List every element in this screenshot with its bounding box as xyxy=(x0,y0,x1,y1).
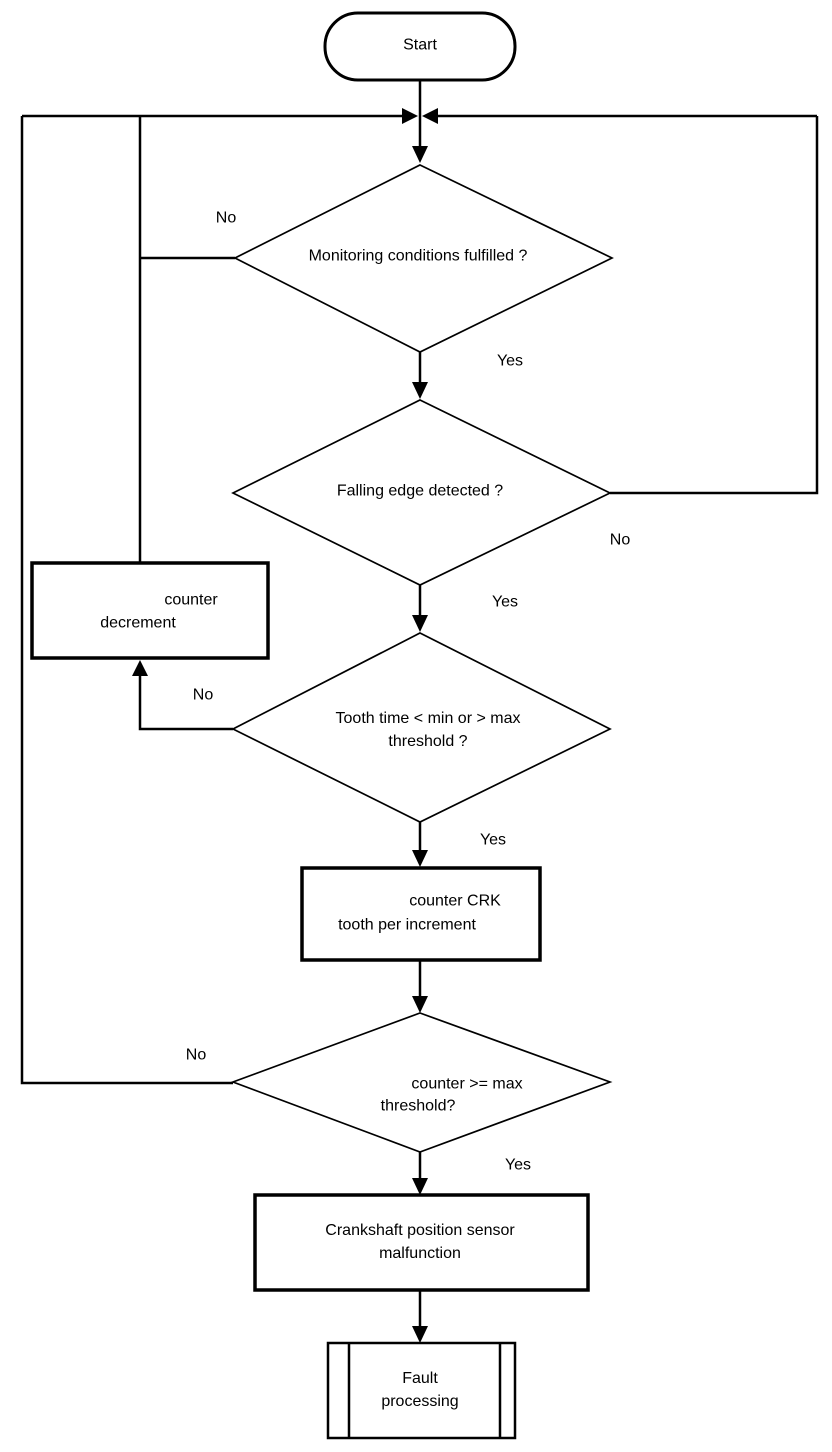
arrowhead-into-counter-crk xyxy=(412,850,428,867)
arrowhead-into-counter-threshold-decision xyxy=(412,996,428,1013)
start-terminator-shape xyxy=(323,11,517,82)
arrowhead-into-counter-decrement xyxy=(132,660,148,676)
arrowhead-junction-from-right xyxy=(422,108,438,124)
fault-processing-label-line1: Fault xyxy=(402,1370,438,1387)
monitoring-decision-label: Monitoring conditions fulfilled ? xyxy=(308,247,528,265)
counter-decrement-label-line2: decrement xyxy=(100,614,176,632)
edge-label-monitoring-no: No xyxy=(215,209,237,227)
crankshaft-malfunction-process-shape xyxy=(253,1193,590,1292)
arrowhead-into-falling-edge-decision xyxy=(412,382,428,399)
edge-label-falling-edge-yes: Yes xyxy=(491,593,519,611)
tooth-time-label-line2: threshold ? xyxy=(388,733,468,750)
arrowhead-junction-from-left xyxy=(402,108,418,124)
fault-processing-label-line2: processing xyxy=(381,1393,459,1410)
counter-threshold-label-line2: threshold? xyxy=(380,1097,456,1115)
edge-label-counter-threshold-no: No xyxy=(185,1046,207,1064)
connector-tooth-time-no xyxy=(138,668,233,731)
counter-decrement-label-line1: counter xyxy=(164,591,218,609)
arrowhead-into-fault-processing xyxy=(412,1326,428,1343)
counter-threshold-decision-shape xyxy=(230,1012,613,1153)
fault-processing-label: Fault processing xyxy=(381,1367,458,1413)
arrowhead-into-monitoring-decision xyxy=(412,146,428,163)
start-label: Start xyxy=(403,36,437,54)
crankshaft-label-line2: malfunction xyxy=(379,1245,461,1262)
fault-processing-predefined-shape xyxy=(326,1341,517,1440)
counter-crk-label-line2: tooth per increment xyxy=(338,916,476,934)
tooth-time-decision-shape xyxy=(231,632,612,823)
counter-threshold-label-line1: counter >= max xyxy=(411,1075,523,1093)
edge-label-falling-edge-no: No xyxy=(609,531,631,549)
tooth-time-label-line1: Tooth time < min or > max xyxy=(335,710,521,727)
loop-counter-threshold-no-line xyxy=(20,116,233,1085)
edge-label-tooth-time-yes: Yes xyxy=(479,831,507,849)
loop-falling-edge-no-line xyxy=(610,116,819,495)
tooth-time-decision-label: Tooth time < min or > max threshold ? xyxy=(336,707,521,753)
edge-label-counter-threshold-yes: Yes xyxy=(504,1156,532,1174)
edge-label-tooth-time-no: No xyxy=(192,686,214,704)
crankshaft-label-line1: Crankshaft position sensor xyxy=(325,1222,515,1239)
falling-edge-decision-label: Falling edge detected ? xyxy=(336,482,504,500)
crankshaft-malfunction-label: Crankshaft position sensor malfunction xyxy=(325,1219,514,1265)
arrowhead-into-crankshaft-malfunction xyxy=(412,1178,428,1195)
arrowhead-into-tooth-time-decision xyxy=(412,615,428,632)
falling-edge-decision-shape xyxy=(231,399,612,586)
counter-crk-process-shape xyxy=(300,866,542,962)
counter-crk-label-line1: counter CRK xyxy=(409,892,501,910)
counter-decrement-process-shape xyxy=(30,561,270,660)
edge-label-monitoring-yes: Yes xyxy=(496,352,524,370)
monitoring-decision-shape xyxy=(233,164,614,353)
